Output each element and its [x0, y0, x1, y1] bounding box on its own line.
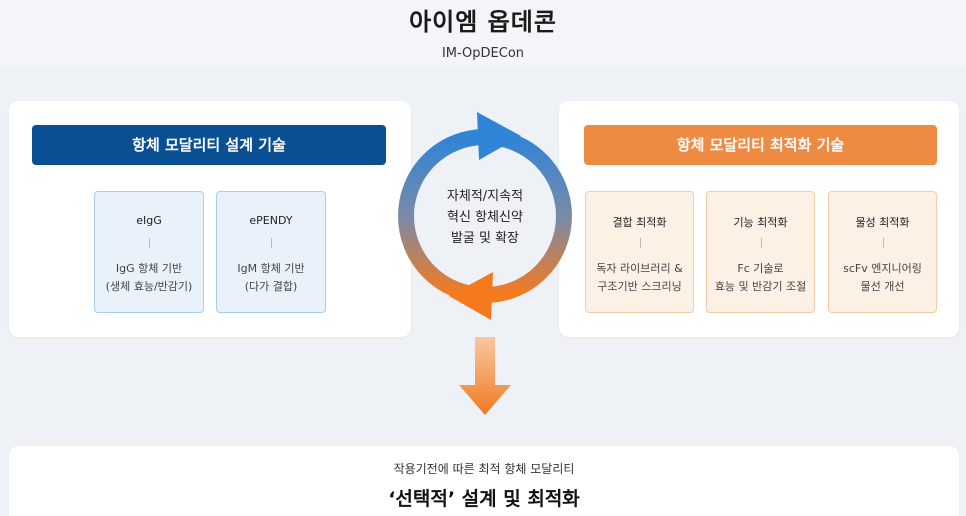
page-title: 아이엠 옵데콘	[409, 8, 557, 36]
card-title: 물성 최적화	[855, 216, 910, 229]
card-line: scFv 엔지니어링	[843, 262, 922, 275]
cycle-center-circle	[406, 137, 564, 295]
page-header: 아이엠 옵데콘 IM-OpDECon	[0, 0, 966, 66]
page-subtitle: IM-OpDECon	[441, 46, 525, 61]
cycle-arrows-graphic	[398, 112, 572, 320]
cycle-line: 자체적/지속적	[446, 189, 524, 204]
card-title: eIgG	[136, 214, 162, 227]
card-title: 결합 최적화	[612, 216, 667, 229]
card-separator	[760, 238, 762, 248]
card-separator	[149, 238, 150, 248]
card-line: 구조기반 스크리닝	[597, 280, 682, 293]
cycle-caption: 자체적/지속적 혁신 항체신약 발굴 및 확장	[422, 186, 548, 249]
eigg-card: eIgG IgG 항체 기반 (생체 효능/반감기)	[94, 191, 204, 313]
result-subtitle: 작용기전에 따른 최적 항체 모달리티	[393, 462, 575, 476]
card-line: IgM 항체 기반	[237, 262, 305, 275]
design-tech-banner: 항체 모달리티 설계 기술	[32, 125, 386, 165]
property-optimization-card: 물성 최적화 scFv 엔지니어링 물선 개선	[828, 191, 937, 313]
result-title: ‘선택적’ 설계 및 최적화	[388, 488, 580, 510]
card-separator	[639, 238, 641, 248]
cycle-line: 혁신 항체신약	[447, 210, 523, 225]
card-separator	[271, 238, 272, 248]
cycle-arrowhead-top-icon	[477, 112, 521, 160]
card-line: 독자 라이브러리 &	[596, 262, 683, 275]
cycle-arrowhead-bottom-icon	[449, 272, 493, 320]
card-separator	[882, 238, 884, 248]
result-panel: 작용기전에 따른 최적 항체 모달리티 ‘선택적’ 설계 및 최적화	[9, 446, 959, 516]
card-title: 기능 최적화	[733, 216, 788, 229]
down-arrow-icon	[459, 337, 511, 415]
ependy-card: ePENDY IgM 항체 기반 (다가 결합)	[216, 191, 326, 313]
card-line: IgG 항체 기반	[115, 262, 183, 275]
card-line: Fc 기술로	[737, 262, 784, 275]
card-line: 효능 및 반감기 조절	[714, 280, 807, 293]
optimization-tech-banner: 항체 모달리티 최적화 기술	[584, 125, 937, 165]
card-line: 물선 개선	[860, 280, 905, 293]
card-line: (다가 결합)	[244, 280, 298, 293]
design-tech-panel: 항체 모달리티 설계 기술 eIgG IgG 항체 기반 (생체 효능/반감기)…	[9, 101, 411, 337]
card-line: (생체 효능/반감기)	[105, 280, 193, 293]
function-optimization-card: 기능 최적화 Fc 기술로 효능 및 반감기 조절	[706, 191, 815, 313]
optimization-tech-panel: 항체 모달리티 최적화 기술 결합 최적화 독자 라이브러리 & 구조기반 스크…	[559, 101, 959, 337]
binding-optimization-card: 결합 최적화 독자 라이브러리 & 구조기반 스크리닝	[585, 191, 694, 313]
card-title: ePENDY	[249, 214, 293, 227]
cycle-line: 발굴 및 확장	[450, 231, 520, 246]
